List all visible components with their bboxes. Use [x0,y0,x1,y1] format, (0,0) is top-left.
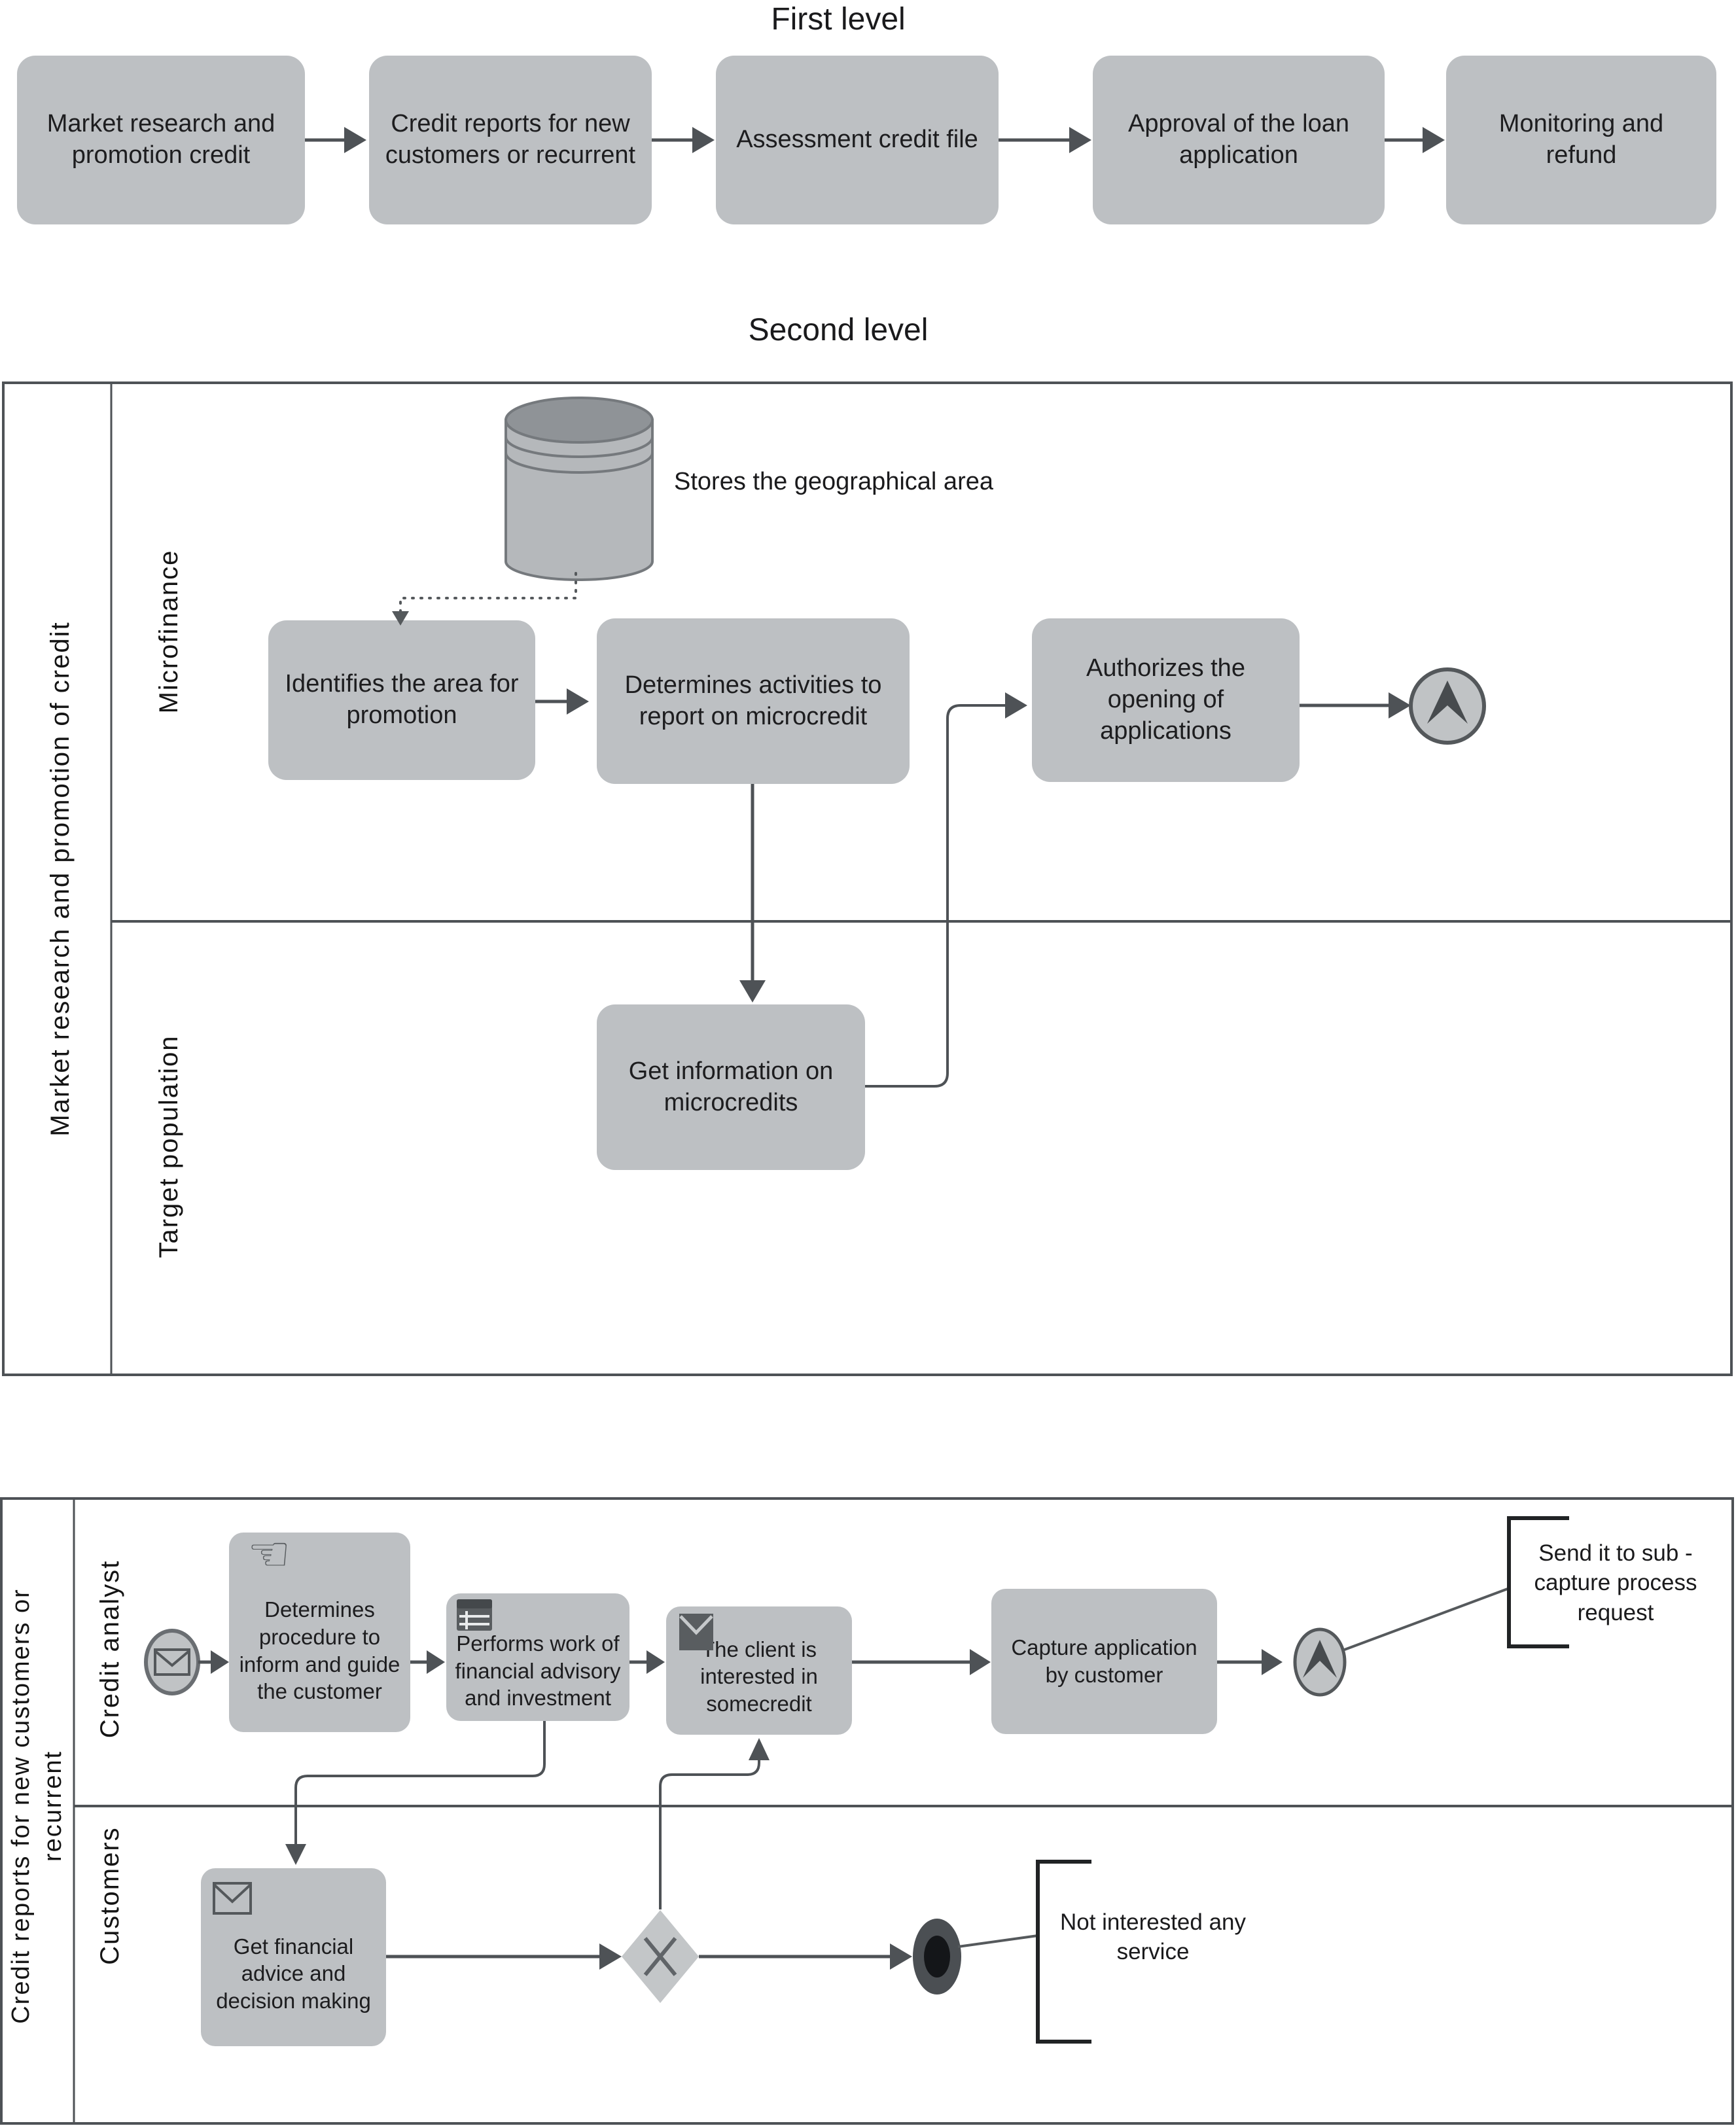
task-performs-work: Performs work of financial advisory and … [446,1593,629,1721]
first-level-step-market-research: Market research and promotion credit [17,56,305,224]
task-authorizes-opening: Authorizes the opening of applications [1032,618,1300,782]
first-level-step-credit-reports: Credit reports for new customers or recu… [369,56,652,224]
end-event [913,1919,961,1995]
first-level-step-monitoring: Monitoring and refund [1446,56,1716,224]
flow-connector-performs-getfinancial [285,1721,546,1865]
link-event-chevron-icon [1427,681,1468,724]
task-determines-activities: Determines activities to report on micro… [597,618,910,784]
lane-label-customers: Customers [96,1826,124,1965]
annotation-send-sub-capture: Send it to sub - capture process request [1534,1540,1697,1625]
exclusive-gateway [622,1910,699,2003]
datastore-label: Stores the geographical area [674,468,993,495]
lane-label-microfinance: Microfinance [154,549,183,714]
link-event [1293,1627,1347,1697]
task-identifies-area: Identifies the area for promotion [268,620,535,780]
message-start-event [144,1629,200,1695]
database-cylinder-icon [505,397,654,581]
first-level-title: First level [771,2,906,37]
link-event-chevron-icon [1303,1640,1337,1678]
first-level-step-approval: Approval of the loan application [1093,56,1385,224]
task-client-interested: The client is interested in somecredit [666,1606,852,1735]
first-level-step-assessment: Assessment credit file [716,56,999,224]
gateway-x-icon [643,1937,677,1976]
lane-label-target-population: Target population [154,1035,183,1258]
flow-connector-gateway-client [659,1738,770,1909]
outline-message-icon [154,1648,190,1676]
second-level-title: Second level [748,313,929,347]
annotation-not-interested: Not interested any service [1059,1909,1247,1965]
manual-task-hand-icon: ☜ [247,1526,291,1582]
task-get-financial-advice: Get financial advice and decision making [201,1868,386,2046]
task-get-information: Get information on microcredits [597,1004,865,1170]
pool-label-credit-reports: Credit reports for new customers or recu… [7,1588,67,2024]
pool-label-market-research: Market research and promotion of credit [46,621,75,1137]
dotted-association [392,572,577,626]
pool-market-research [2,381,1733,1376]
link-event [1409,667,1486,745]
flow-arrow [386,1943,912,1970]
task-capture-application: Capture application by customer [991,1589,1217,1734]
